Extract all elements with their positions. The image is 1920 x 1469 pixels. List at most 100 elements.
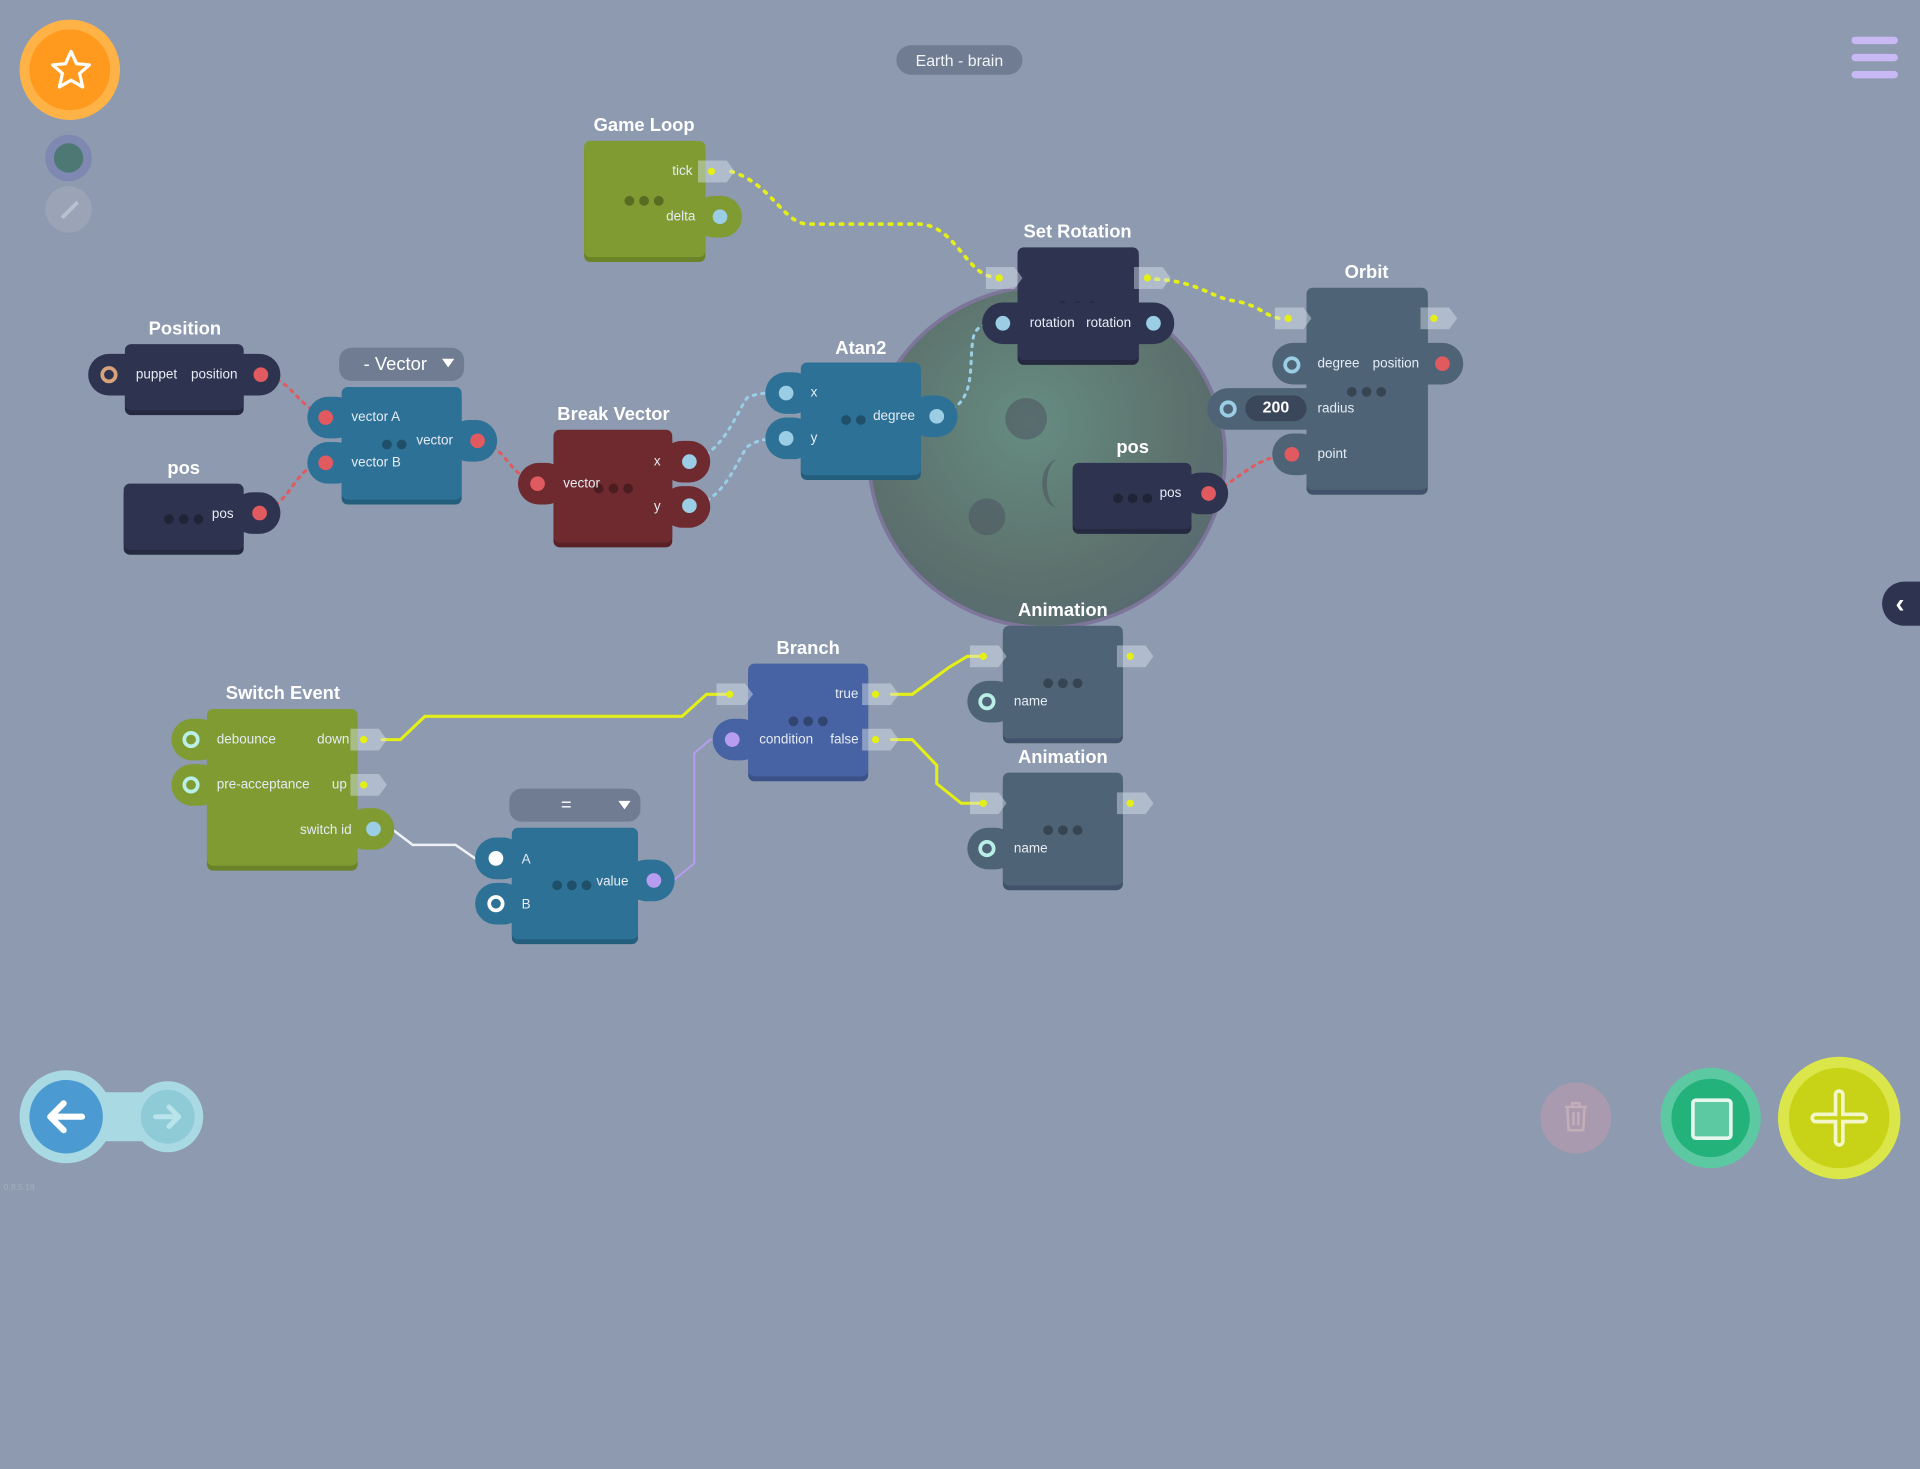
atan2-y-port[interactable] <box>778 431 794 446</box>
vector-a-label: vector A <box>351 410 401 425</box>
branch-in-port[interactable] <box>716 683 754 706</box>
switch-event-up-port[interactable] <box>350 773 387 796</box>
switch-event-node[interactable] <box>206 708 358 866</box>
branch-false-port[interactable] <box>862 728 899 751</box>
switch-event-title: Switch Event <box>225 683 341 705</box>
position-puppet-label: puppet <box>135 367 178 383</box>
orbit-position-port[interactable] <box>1435 356 1450 372</box>
pos-left-port[interactable] <box>252 505 267 521</box>
add-node-button[interactable] <box>1777 1056 1901 1180</box>
branch-node[interactable] <box>748 663 869 777</box>
atan2-title: Atan2 <box>835 337 887 359</box>
atan2-node[interactable] <box>800 362 921 476</box>
animation-1-node[interactable] <box>1002 625 1123 739</box>
vector-out-port[interactable] <box>470 433 485 449</box>
atan2-x-port[interactable] <box>778 385 794 401</box>
break-vector-in-label: vector <box>563 476 600 492</box>
break-vector-x-port[interactable] <box>682 454 697 469</box>
puppet-avatar-button[interactable] <box>45 134 92 182</box>
equals-b-port[interactable] <box>487 895 505 913</box>
orbit-in-port[interactable] <box>1274 307 1312 330</box>
animation-2-out-port[interactable] <box>1116 792 1154 815</box>
vector-b-port[interactable] <box>318 455 334 471</box>
switch-event-debounce-port[interactable] <box>182 731 200 749</box>
position-position-port[interactable] <box>253 367 269 383</box>
equals-a-port[interactable] <box>488 851 504 866</box>
orbit-node[interactable] <box>1306 287 1428 490</box>
orbit-degree-label: degree <box>1317 356 1360 372</box>
orbit-degree-nubs <box>1272 342 1464 385</box>
pos-right-node[interactable] <box>1072 462 1192 529</box>
break-vector-x-label: x <box>653 454 661 469</box>
pos-left-node[interactable] <box>123 483 244 550</box>
stop-button[interactable] <box>1660 1067 1761 1169</box>
atan2-x-label: x <box>810 385 818 401</box>
orbit-point-port[interactable] <box>1284 446 1300 462</box>
switch-event-down-label: down <box>317 732 350 747</box>
vector-out-label: vector <box>416 433 454 449</box>
branch-true-label: true <box>835 686 859 702</box>
break-vector-node[interactable] <box>553 429 673 543</box>
animation-1-in-port[interactable] <box>969 645 1007 668</box>
animation-2-name-label: name <box>1013 841 1048 856</box>
pos-right-port[interactable] <box>1201 486 1216 501</box>
set-rotation-nubs <box>982 302 1175 345</box>
equals-value-label: value <box>596 874 629 889</box>
switch-event-switch-id-port[interactable] <box>366 821 381 837</box>
switch-event-down-port[interactable] <box>350 728 387 751</box>
vector-b-label: vector B <box>351 455 401 471</box>
branch-condition-port[interactable] <box>724 732 740 747</box>
delete-button[interactable] <box>1540 1082 1612 1154</box>
game-loop-delta-label: delta <box>666 209 696 225</box>
orbit-position-label: position <box>1372 356 1420 372</box>
brain-title-pill[interactable]: Earth - brain <box>896 45 1023 75</box>
animation-2-in-port[interactable] <box>969 792 1007 815</box>
equals-node[interactable] <box>511 827 638 940</box>
position-puppet-port[interactable] <box>100 366 118 384</box>
stop-icon <box>1691 1098 1733 1141</box>
orbit-out-port[interactable] <box>1420 307 1458 330</box>
edit-icon[interactable] <box>45 186 92 233</box>
position-nubs <box>88 353 281 396</box>
break-vector-y-port[interactable] <box>682 498 697 514</box>
redo-button[interactable] <box>132 1081 204 1153</box>
atan2-degree-port[interactable] <box>929 408 945 424</box>
orbit-radius-port[interactable] <box>1219 400 1237 418</box>
game-loop-delta-port[interactable] <box>712 209 728 225</box>
orbit-radius-label: radius <box>1317 401 1355 417</box>
animation-1-name-port[interactable] <box>978 693 996 711</box>
set-rotation-in-port[interactable] <box>985 266 1023 289</box>
vector-a-port[interactable] <box>318 410 334 425</box>
break-vector-y-label: y <box>653 499 661 515</box>
set-rotation-title: Set Rotation <box>1023 221 1132 243</box>
branch-true-port[interactable] <box>862 683 899 706</box>
animation-2-name-port[interactable] <box>978 840 996 858</box>
pos-right-label: pos <box>1159 486 1182 501</box>
animation-1-out-port[interactable] <box>1116 645 1154 668</box>
comparison-operator-select[interactable]: = <box>509 788 641 822</box>
switch-event-pre-acceptance-port[interactable] <box>182 776 200 794</box>
vector-node[interactable] <box>341 386 462 500</box>
game-loop-node[interactable] <box>584 140 706 258</box>
undo-button[interactable] <box>19 1070 113 1164</box>
brain-title: Earth - brain <box>915 51 1004 70</box>
menu-button[interactable] <box>1849 34 1900 83</box>
animation-1-title: Animation <box>1017 600 1108 621</box>
position-title: Position <box>148 318 222 340</box>
set-rotation-rotation-out-port[interactable] <box>1146 315 1161 331</box>
break-vector-in-port[interactable] <box>530 476 545 492</box>
orbit-radius-input[interactable]: 200 <box>1245 395 1307 422</box>
atan2-y-label: y <box>810 431 818 446</box>
vector-operation-select[interactable]: - Vector <box>339 347 465 381</box>
set-rotation-out-port[interactable] <box>1133 266 1171 289</box>
equals-value-port[interactable] <box>646 873 662 888</box>
game-loop-tick-port[interactable] <box>697 160 735 183</box>
animation-2-node[interactable] <box>1002 772 1123 886</box>
side-panel-toggle[interactable]: ‹ <box>1882 581 1920 626</box>
orbit-degree-port[interactable] <box>1283 356 1301 374</box>
pos-right-title: pos <box>1116 437 1149 458</box>
orbit-point-label: point <box>1317 446 1347 462</box>
set-rotation-rotation-in-port[interactable] <box>995 315 1011 331</box>
app-logo-button[interactable] <box>19 19 121 121</box>
